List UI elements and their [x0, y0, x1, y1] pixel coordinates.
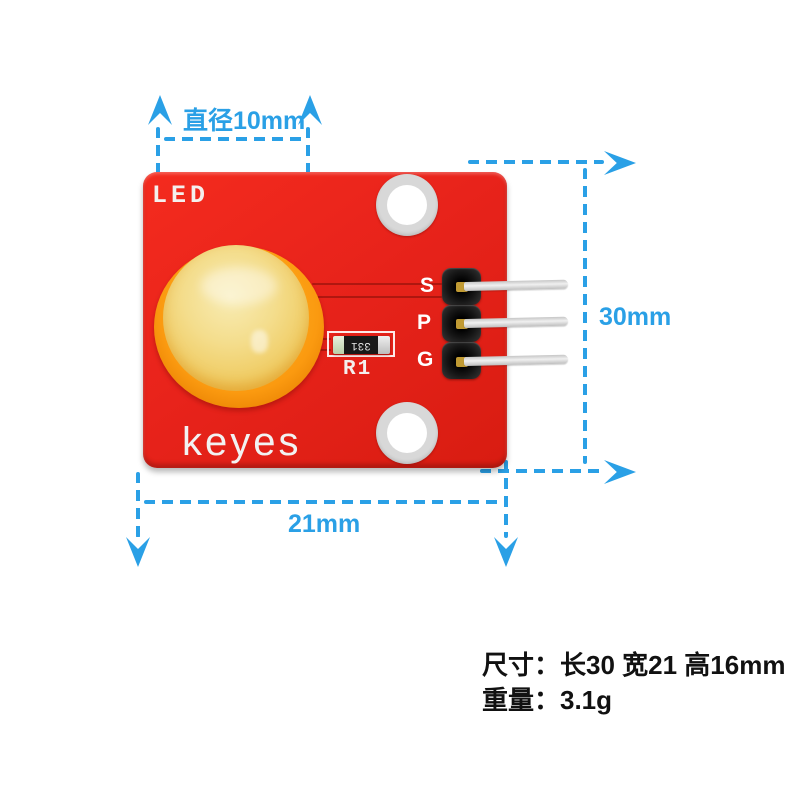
dashed-dimension-line [164, 137, 306, 141]
dashed-extension-line [504, 460, 508, 538]
hole-bore [387, 185, 427, 225]
arrow-right-icon [604, 460, 636, 484]
resistor-designator-label: R1 [343, 358, 373, 381]
led-glint [250, 329, 269, 354]
pin-base [456, 319, 468, 329]
ground-pin [463, 354, 569, 366]
smd-resistor: 331 [333, 336, 390, 354]
led-dome [163, 245, 309, 391]
mounting-hole-top [376, 174, 438, 236]
hole-bore [387, 413, 427, 453]
resistor-value-marking: 331 [344, 336, 378, 354]
arrow-down-icon [126, 537, 150, 567]
signal-pin [463, 279, 569, 291]
pin-base [456, 282, 468, 292]
arrow-right-icon [604, 151, 636, 175]
power-pin [463, 316, 569, 328]
pin-label-p: P [417, 311, 432, 334]
resistor-terminal-left [333, 336, 344, 354]
led-module-board: LED 331 R1 S P G [143, 172, 569, 468]
pcb-trace [312, 283, 442, 285]
pin-base [456, 357, 468, 367]
dashed-extension-line [480, 469, 604, 473]
dashed-dimension-line [583, 168, 587, 464]
width-dimension-label: 21mm [288, 510, 361, 538]
height-dimension-label: 30mm [599, 303, 672, 331]
dashed-dimension-line [144, 500, 502, 504]
arrow-down-icon [494, 537, 518, 567]
dashed-extension-line [468, 160, 604, 164]
arrow-up-icon [148, 95, 172, 125]
spec-size-text: 尺寸：长30 宽21 高16mm [482, 650, 786, 680]
diameter-dimension-label: 直径10mm [183, 107, 306, 135]
pin-label-g: G [417, 348, 434, 371]
silkscreen-led-label: LED [152, 181, 210, 210]
pcb-trace [312, 296, 442, 298]
brand-logo-text: keyes [182, 420, 302, 464]
pin-label-s: S [420, 274, 435, 297]
resistor-silkscreen-outline [327, 331, 395, 357]
spec-weight-text: 重量：3.1g [482, 685, 613, 715]
dashed-extension-line [136, 472, 140, 538]
led-highlight [200, 266, 277, 305]
resistor-terminal-right [378, 336, 390, 354]
mounting-hole-bottom [376, 402, 438, 464]
